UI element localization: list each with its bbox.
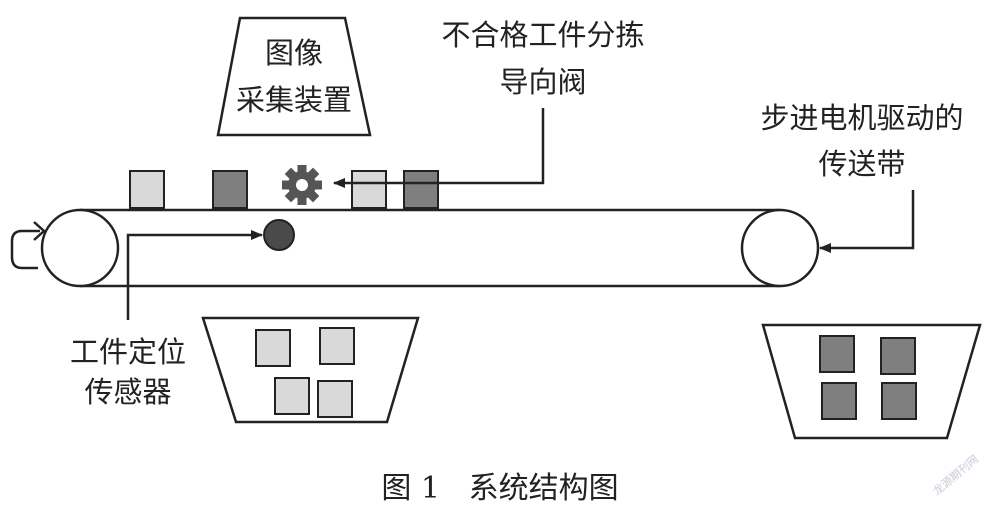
leader-lines — [126, 108, 915, 320]
defective-parts-bin — [761, 323, 982, 440]
camera-label-line2: 采集装置 — [236, 83, 352, 117]
valve-leader-arrow — [333, 108, 545, 188]
sensor-label-line2: 传感器 — [84, 375, 171, 409]
conveyor-belt — [40, 208, 820, 288]
sensor-label-line1: 工件定位 — [70, 335, 186, 369]
part-qualified — [317, 380, 353, 418]
belt-label-line2: 传送带 — [818, 147, 905, 181]
sensor-leader-arrow — [126, 230, 263, 320]
image-acquisition-device: 图像 采集装置 — [216, 16, 372, 137]
camera-housing — [216, 16, 372, 137]
part-qualified — [351, 170, 387, 209]
part-defective — [881, 382, 917, 420]
belt-label-line1: 步进电机驱动的 — [760, 101, 963, 135]
part-defective — [212, 170, 248, 209]
idler-pulley — [40, 208, 120, 288]
part-defective — [403, 170, 439, 209]
valve-label-line1: 不合格工件分拣 — [441, 18, 644, 52]
part-defective — [819, 335, 855, 373]
rotation-arrow-icon — [10, 221, 46, 270]
gear-icon — [282, 165, 322, 205]
figure-caption: 图 1 系统结构图 — [381, 471, 618, 506]
positioning-sensor — [263, 219, 295, 251]
camera-label-line1: 图像 — [265, 36, 323, 70]
watermark: 龙源期刊网 — [930, 452, 981, 498]
part-defective — [880, 337, 916, 375]
valve-label-line2: 导向阀 — [499, 65, 586, 99]
part-qualified — [129, 170, 165, 209]
qualified-parts-bin — [201, 316, 420, 424]
part-qualified — [255, 329, 291, 367]
part-qualified — [274, 377, 310, 415]
part-defective — [821, 382, 857, 420]
parts-on-belt — [129, 170, 439, 209]
part-qualified — [319, 327, 355, 365]
belt-leader-arrow — [819, 190, 915, 253]
drive-pulley — [740, 208, 820, 288]
